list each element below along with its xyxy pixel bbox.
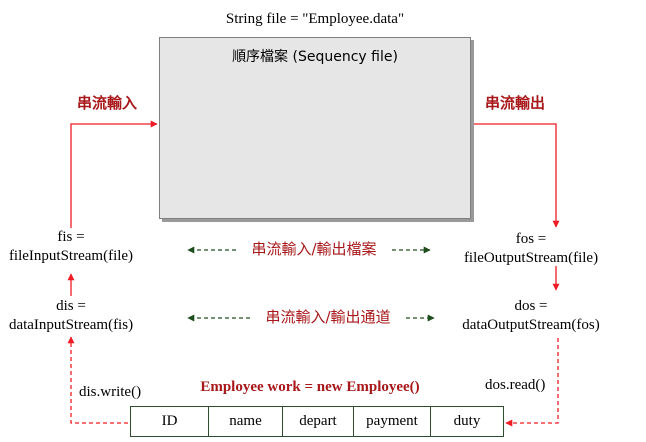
record-field-depart: depart — [283, 407, 354, 436]
dos-assignment: dos = — [514, 298, 548, 314]
record-field-name: name — [209, 407, 283, 436]
fos-assignment: fos = — [515, 231, 547, 247]
file-stream-label: 串流輸入/輸出檔案 — [251, 240, 377, 258]
dis-assignment: dis = — [56, 298, 86, 314]
record-field-payment: payment — [354, 407, 431, 436]
data-output-stream-call: dataOutputStream(fos) — [462, 317, 600, 333]
stream-input-label: 串流輸入 — [77, 94, 138, 112]
file-input-stream-call: fileInputStream(file) — [8, 248, 134, 264]
sequential-file-label: 順序檔案 (Sequency file) — [232, 49, 398, 65]
output-flow-arrow — [471, 123, 560, 228]
fis-assignment: fis = — [57, 229, 85, 245]
write-call-label: dis.write() — [79, 384, 142, 400]
write-dashed-arrow — [67, 336, 128, 424]
channel-stream-label: 串流輸入/輸出通道 — [265, 308, 391, 326]
employee-declaration: Employee work = new Employee() — [200, 379, 420, 395]
read-dashed-arrow — [505, 338, 559, 427]
read-call-label: dos.read() — [485, 377, 546, 393]
record-field-duty: duty — [453, 413, 481, 429]
stream-output-label: 串流輸出 — [485, 94, 546, 112]
data-input-stream-call: dataInputStream(fis) — [8, 317, 134, 333]
sequential-file-box: 順序檔案 (Sequency file) — [159, 37, 471, 219]
filename-declaration: String file = "Employee.data" — [225, 11, 405, 27]
employee-record: ID name depart payment duty — [130, 406, 504, 437]
file-output-stream-call: fileOutputStream(file) — [463, 250, 599, 266]
record-field-id: ID — [131, 407, 209, 436]
input-flow-arrow — [70, 120, 158, 228]
